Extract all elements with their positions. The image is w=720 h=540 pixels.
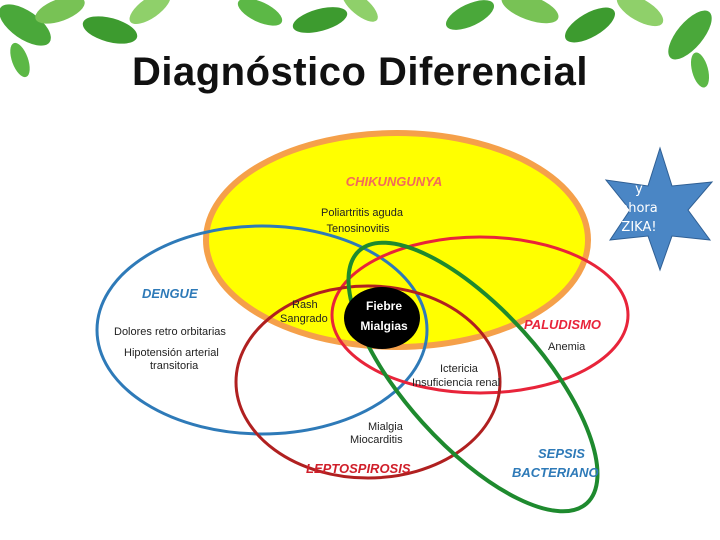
- dengue-symptom: Hipotensión arterial: [124, 347, 219, 359]
- sepsis-label: SEPSIS: [538, 446, 585, 461]
- page-title: Diagnóstico Diferencial: [131, 50, 589, 94]
- dengue-symptom: transitoria: [150, 360, 199, 372]
- chikungunya-label: CHIKUNGUNYA: [346, 174, 443, 189]
- callout-line: ahora: [620, 201, 658, 216]
- paludismo-region: [330, 235, 630, 395]
- dengue-symptom: Dolores retro orbitarias: [114, 326, 226, 338]
- leptospirosis-region: [234, 284, 502, 480]
- center-label: Mialgias: [360, 319, 408, 333]
- leptospirosis-symptom: Miocarditis: [350, 434, 403, 446]
- callout-line: y: [635, 182, 643, 197]
- leaf-icon: [445, 0, 712, 88]
- overlap-label: Sangrado: [280, 313, 328, 325]
- paludismo-symptom: Anemia: [548, 341, 586, 353]
- paludismo-label: PALUDISMO: [524, 317, 601, 332]
- zika-star-callout: [604, 146, 714, 272]
- leaf-banner-decoration: [0, 0, 712, 88]
- zika-callout-text: y ahora ZIKA!: [612, 180, 666, 237]
- overlap-label: Ictericia: [440, 363, 479, 375]
- chikungunya-region: [203, 130, 591, 350]
- sepsis-region: [346, 240, 600, 514]
- sepsis-label: BACTERIANO: [512, 465, 599, 480]
- leaf-icon: [237, 0, 378, 33]
- chikungunya-symptom: Tenosinovitis: [327, 223, 390, 235]
- callout-line: ZIKA!: [621, 220, 657, 235]
- center-label: Fiebre: [366, 299, 402, 313]
- leaf-icon: [0, 0, 171, 78]
- overlap-label: Rash: [292, 299, 318, 311]
- center-overlap: [344, 287, 420, 349]
- dengue-region: [95, 224, 429, 436]
- dengue-label: DENGUE: [142, 286, 198, 301]
- chikungunya-symptom: Poliartritis aguda: [321, 207, 404, 219]
- leptospirosis-label: LEPTOSPIROSIS: [306, 461, 411, 476]
- overlap-label: Insuficiencia renal: [412, 377, 500, 389]
- leptospirosis-symptom: Mialgia: [368, 421, 404, 433]
